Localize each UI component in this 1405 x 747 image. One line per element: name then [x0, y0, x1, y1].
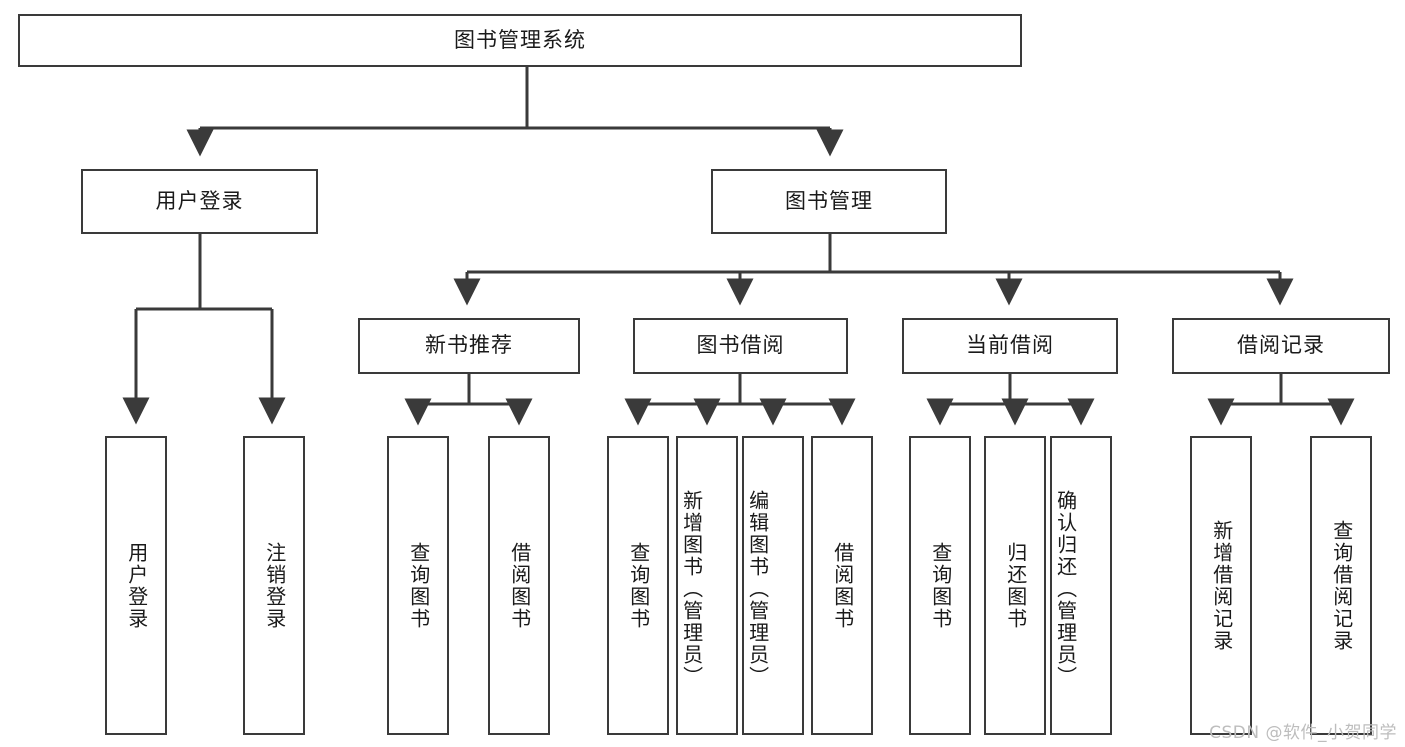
node-current-borrow[interactable]: 当前借阅 [902, 318, 1118, 374]
node-label: 借阅图书 [507, 541, 532, 630]
node-user-login[interactable]: 用户登录 [81, 169, 318, 234]
node-leaf-query-borrow-record[interactable]: 查询借阅记录 [1310, 436, 1372, 735]
node-borrow-record[interactable]: 借阅记录 [1172, 318, 1390, 374]
node-label: 查询图书 [406, 541, 431, 630]
node-label: 图书借阅 [696, 333, 785, 358]
node-label: 归还图书 [1003, 541, 1028, 630]
node-leaf-user-logout[interactable]: 注销登录 [243, 436, 305, 735]
node-leaf-user-login[interactable]: 用户登录 [105, 436, 167, 735]
node-label: 当前借阅 [966, 333, 1054, 358]
node-leaf-query-book-3[interactable]: 查询图书 [909, 436, 971, 735]
node-label: 查询图书 [626, 541, 651, 630]
node-label: 新书推荐 [425, 333, 513, 358]
node-root-system[interactable]: 图书管理系统 [18, 14, 1022, 67]
node-label: 查询图书 [928, 541, 953, 630]
node-leaf-return-book[interactable]: 归还图书 [984, 436, 1046, 735]
node-label: 编辑图书（管理员） [745, 489, 770, 688]
node-book-management[interactable]: 图书管理 [711, 169, 947, 234]
node-label: 借阅记录 [1237, 333, 1325, 358]
node-label: 借阅图书 [830, 541, 855, 630]
node-label: 新增图书（管理员） [679, 489, 704, 688]
node-label: 图书管理系统 [454, 27, 586, 52]
node-label: 注销登录 [262, 541, 287, 630]
node-leaf-query-book-1[interactable]: 查询图书 [387, 436, 449, 735]
node-leaf-add-borrow-record[interactable]: 新增借阅记录 [1190, 436, 1252, 735]
node-label: 用户登录 [124, 541, 149, 630]
node-leaf-borrow-book-2[interactable]: 借阅图书 [811, 436, 873, 735]
node-leaf-add-book-admin[interactable]: 新增图书（管理员） [676, 436, 738, 735]
node-label: 图书管理 [785, 188, 873, 213]
node-leaf-borrow-book-1[interactable]: 借阅图书 [488, 436, 550, 735]
node-leaf-confirm-return-admin[interactable]: 确认归还（管理员） [1050, 436, 1112, 735]
node-leaf-edit-book-admin[interactable]: 编辑图书（管理员） [742, 436, 804, 735]
node-book-borrow[interactable]: 图书借阅 [633, 318, 848, 374]
node-label: 用户登录 [155, 188, 244, 213]
node-leaf-query-book-2[interactable]: 查询图书 [607, 436, 669, 735]
node-label: 新增借阅记录 [1209, 519, 1234, 652]
node-label: 查询借阅记录 [1329, 519, 1354, 652]
node-label: 确认归还（管理员） [1053, 489, 1078, 688]
node-new-book-recommend[interactable]: 新书推荐 [358, 318, 580, 374]
